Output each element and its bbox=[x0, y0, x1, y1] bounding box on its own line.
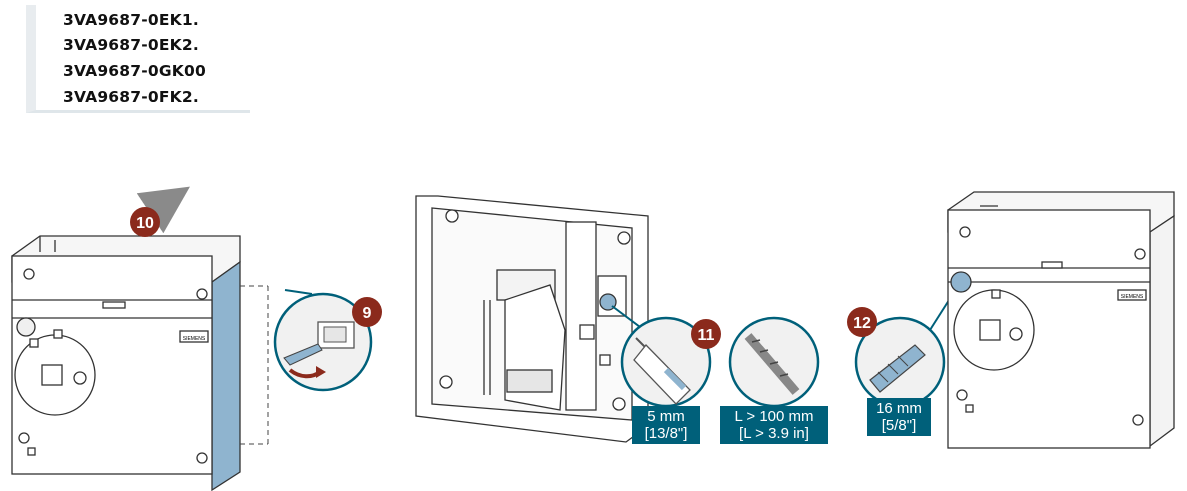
svg-text:12: 12 bbox=[853, 315, 871, 332]
magnifier-step-12 bbox=[854, 285, 959, 408]
badge-step-10: 10 bbox=[130, 207, 160, 237]
svg-text:9: 9 bbox=[363, 305, 372, 322]
label-drill-length-line2: [L > 3.9 in] bbox=[739, 425, 809, 442]
enclosure-right bbox=[947, 191, 1175, 449]
part-number-2: 3VA9687-0EK2. bbox=[63, 36, 199, 54]
brand-right: SIEMENS bbox=[1121, 294, 1144, 300]
label-drill-16mm-line2: [5/8"] bbox=[881, 417, 917, 434]
label-drill-length-line1: L > 100 mm bbox=[734, 408, 814, 425]
badge-step-11: 11 bbox=[691, 319, 721, 349]
drilled-hole-marker bbox=[950, 271, 972, 293]
label-drill-5mm: 5 mm [13/8"] bbox=[632, 406, 700, 444]
svg-text:10: 10 bbox=[136, 215, 154, 232]
label-drill-5mm-line2: [13/8"] bbox=[644, 425, 688, 442]
part-number-1: 3VA9687-0EK1. bbox=[63, 11, 199, 29]
svg-text:11: 11 bbox=[698, 327, 715, 344]
part-number-list: 3VA9687-0EK1. 3VA9687-0EK2. 3VA9687-0GK0… bbox=[26, 5, 250, 113]
callout-lines-left bbox=[240, 285, 269, 445]
label-drill-5mm-line1: 5 mm bbox=[647, 408, 685, 425]
part-number-3: 3VA9687-0GK00 bbox=[63, 62, 206, 80]
enclosure-center-back bbox=[415, 195, 649, 443]
label-drill-16mm-line1: 16 mm bbox=[876, 400, 922, 417]
brand-left: SIEMENS bbox=[183, 336, 206, 342]
label-drill-length: L > 100 mm [L > 3.9 in] bbox=[720, 406, 828, 444]
magnifier-drill-bit bbox=[728, 316, 820, 408]
magnifier-step-9 bbox=[273, 289, 373, 392]
enclosure-left bbox=[11, 235, 241, 491]
badge-step-12: 12 bbox=[847, 307, 877, 337]
part-number-4: 3VA9687-0FK2. bbox=[63, 88, 199, 106]
badge-step-9: 9 bbox=[352, 297, 382, 327]
label-drill-16mm: 16 mm [5/8"] bbox=[867, 398, 931, 436]
